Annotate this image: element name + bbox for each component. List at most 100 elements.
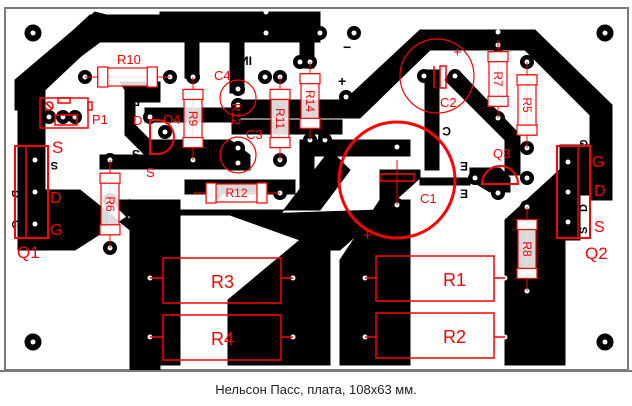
resistor-r8: R8: [516, 207, 538, 291]
q2-d-copper: D: [578, 204, 590, 212]
p1-s-label: S: [52, 138, 63, 157]
r3-label: R3: [211, 272, 234, 292]
q4-d-label: D: [133, 113, 142, 128]
c1-label: C1: [420, 191, 437, 206]
pad-hole: [162, 129, 168, 135]
c1-plus: +: [363, 227, 372, 244]
figure-caption: Нельсон Пасс, плата, 108x63 мм.: [215, 382, 417, 397]
q3-e2-copper: E: [460, 187, 468, 201]
pad-hole: [235, 102, 241, 108]
resistor-r14: R14: [299, 62, 321, 140]
resistor-r11-label: R11: [273, 108, 287, 129]
resistor-r5-label: R5: [520, 97, 534, 113]
q2-d-label: D: [594, 183, 606, 200]
pad-hole: [235, 86, 241, 92]
resistor-cap: [256, 182, 268, 204]
resistor-cap: [516, 124, 538, 136]
q3-c-copper: C: [442, 124, 451, 138]
capacitor-c2-body: [439, 65, 447, 89]
resistor-r9: R9: [182, 77, 204, 160]
r1-label: R1: [443, 270, 466, 290]
separator: [0, 370, 632, 372]
trimmer-p1-slot: [45, 102, 53, 110]
resistor-cap: [487, 95, 509, 107]
drill-hole: [30, 339, 36, 345]
copper-trace: [17, 14, 171, 251]
q1-g-label: G: [50, 222, 62, 239]
pad-hole: [394, 144, 400, 150]
out-label: OUT: [304, 127, 330, 141]
c2-plus: +: [453, 44, 462, 61]
resistor-cap: [299, 117, 321, 129]
q1-d-label: D: [50, 190, 62, 207]
pad-hole: [46, 114, 52, 120]
plus-label: +: [338, 73, 346, 89]
q4-s-copper: S: [132, 147, 140, 161]
resistor-cap: [516, 219, 538, 231]
resistor-cap: [99, 224, 121, 236]
pads: [28, 9, 575, 340]
trimmer-p1-screw: [44, 101, 54, 111]
pad-hole: [322, 137, 328, 143]
transistor-q4-outline: [149, 119, 175, 155]
q2-label: Q2: [585, 244, 608, 263]
capacitor-c1-outline: [337, 120, 457, 240]
resistor-cap: [182, 88, 204, 101]
q2-g-label: G: [592, 154, 604, 171]
pad-hole: [421, 73, 427, 79]
resistor-r8-label: R8: [520, 241, 534, 257]
q1-outline: [14, 145, 49, 239]
capacitor-c2-outline: [399, 38, 475, 114]
copper-trace: [339, 199, 411, 366]
resistor-r2-outline: [375, 312, 495, 359]
in-label: IN: [240, 54, 252, 68]
pad-hole: [263, 9, 269, 15]
resistor-r12-label: R12: [225, 186, 247, 200]
resistor-cap: [99, 172, 121, 184]
trimmer-p1-tab: [87, 101, 93, 111]
resistor-r10: [85, 66, 170, 88]
q3-e-copper: E: [460, 159, 468, 173]
resistor-cap: [269, 136, 291, 149]
pad-hole: [472, 175, 478, 181]
copper-trace: [444, 71, 521, 176]
drill-hole: [30, 30, 36, 36]
resistor-r6-label: R6: [103, 196, 117, 212]
c3-label: C3: [246, 127, 263, 142]
q1-label: Q1: [17, 243, 40, 262]
drill-holes: [30, 30, 608, 345]
resistor-cap: [205, 182, 217, 204]
resistor-r7: R7: [487, 40, 509, 118]
trimmer-p1-wiper: [54, 114, 78, 126]
copper-trace: [99, 154, 241, 170]
pad-hole: [565, 189, 571, 195]
r2-label: R2: [443, 327, 466, 347]
drill-hole: [602, 339, 608, 345]
pad-hole: [32, 189, 38, 195]
resistor-r3-outline: [162, 257, 282, 304]
silkscreen-text: R3 R4 R1 R2 R10 R12 C4 C3 C2 C1 Q4 Q3 Q1…: [17, 44, 608, 349]
copper-trace: [424, 69, 440, 171]
resistor-r6: R6: [99, 160, 121, 248]
transistor-q3-outline: [480, 165, 520, 185]
resistor-cap: [516, 267, 538, 279]
pad-hole: [495, 29, 501, 35]
c4-label: C4: [214, 68, 231, 83]
resistor-cap: [97, 66, 109, 88]
resistor-cap: [487, 51, 509, 63]
capacitor-c4-outline: [219, 79, 257, 117]
resistor-r9-label: R9: [186, 111, 200, 127]
pad-hole: [32, 221, 38, 227]
silkscreen-layer: [14, 38, 591, 361]
pad-hole: [343, 94, 349, 100]
r10-label: R10: [117, 52, 141, 67]
pad-hole: [262, 74, 268, 80]
q2-g-copper: G: [579, 137, 588, 149]
copper-trace: [119, 81, 251, 171]
pad-hole: [235, 145, 241, 151]
resistor-cap: [299, 73, 321, 85]
pad-hole: [524, 175, 530, 181]
resistor-r12: R12: [193, 182, 280, 204]
r12-label: R12: [229, 103, 243, 125]
